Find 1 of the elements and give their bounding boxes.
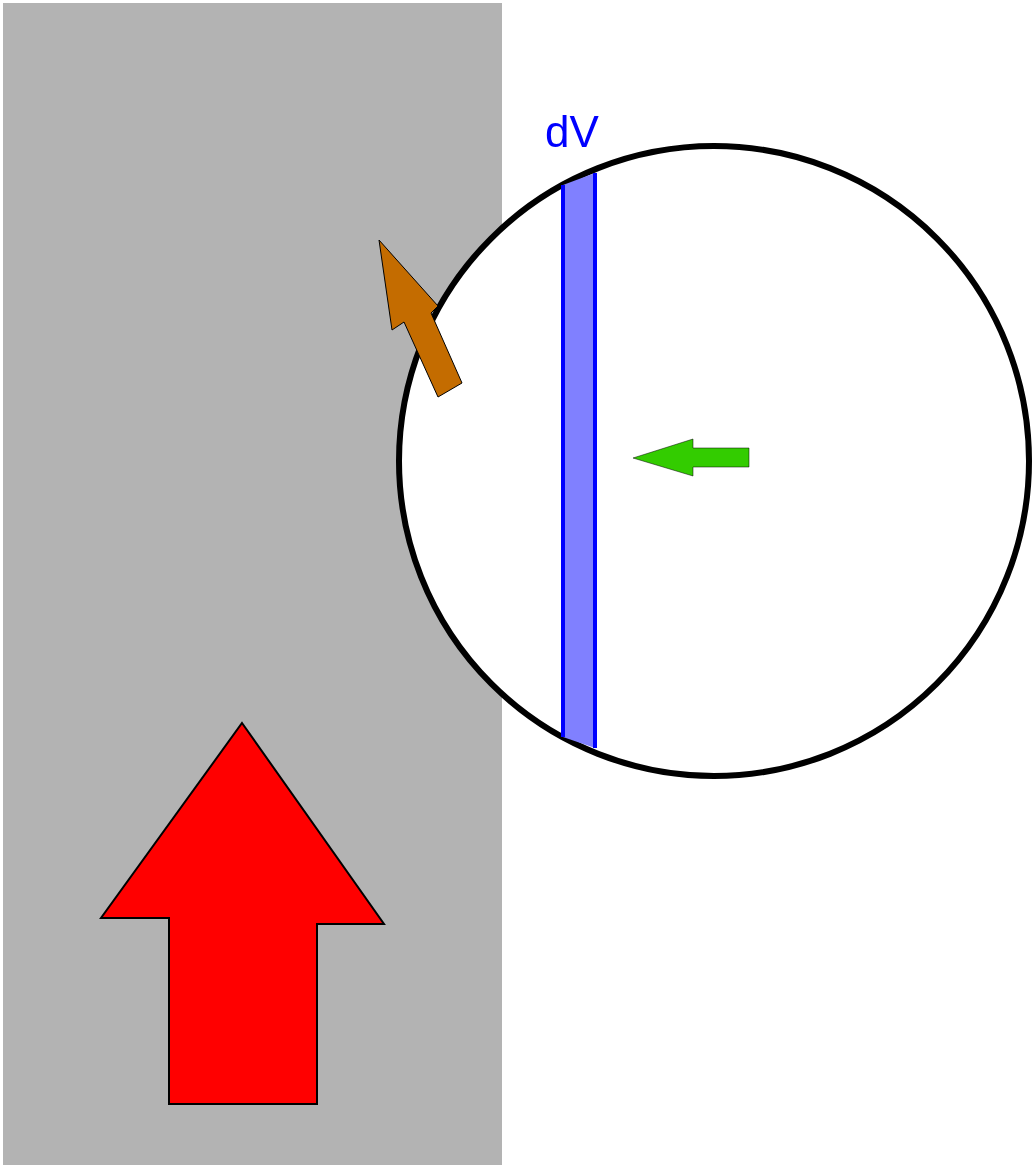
volume-label: dV <box>545 110 599 154</box>
